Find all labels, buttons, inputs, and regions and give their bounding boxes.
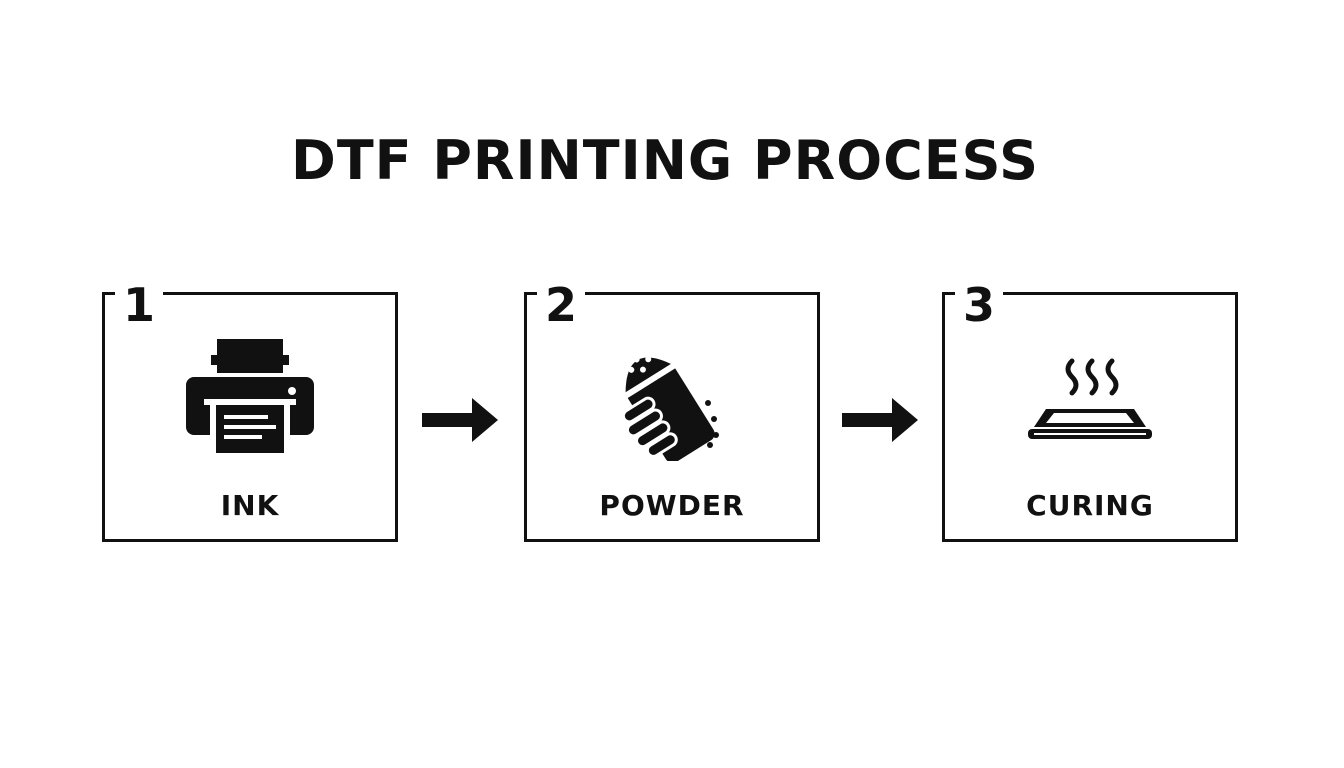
printer-icon — [180, 331, 320, 461]
step-number: 2 — [537, 281, 586, 329]
step-label: POWDER — [599, 489, 745, 522]
arrow-right-icon — [420, 396, 500, 444]
step-card-ink: 1 INK — [102, 281, 398, 542]
curing-oven-icon — [1020, 331, 1160, 461]
step-card-curing: 3 CURING — [942, 281, 1238, 542]
step-label: CURING — [1026, 489, 1154, 522]
step-number: 1 — [115, 281, 164, 329]
arrow-right-icon — [840, 396, 920, 444]
page-title: DTF PRINTING PROCESS — [291, 129, 1039, 192]
step-number: 3 — [955, 281, 1004, 329]
step-card-powder: 2 — [524, 281, 820, 542]
step-label: INK — [220, 489, 280, 522]
powder-shaker-icon — [602, 331, 742, 461]
